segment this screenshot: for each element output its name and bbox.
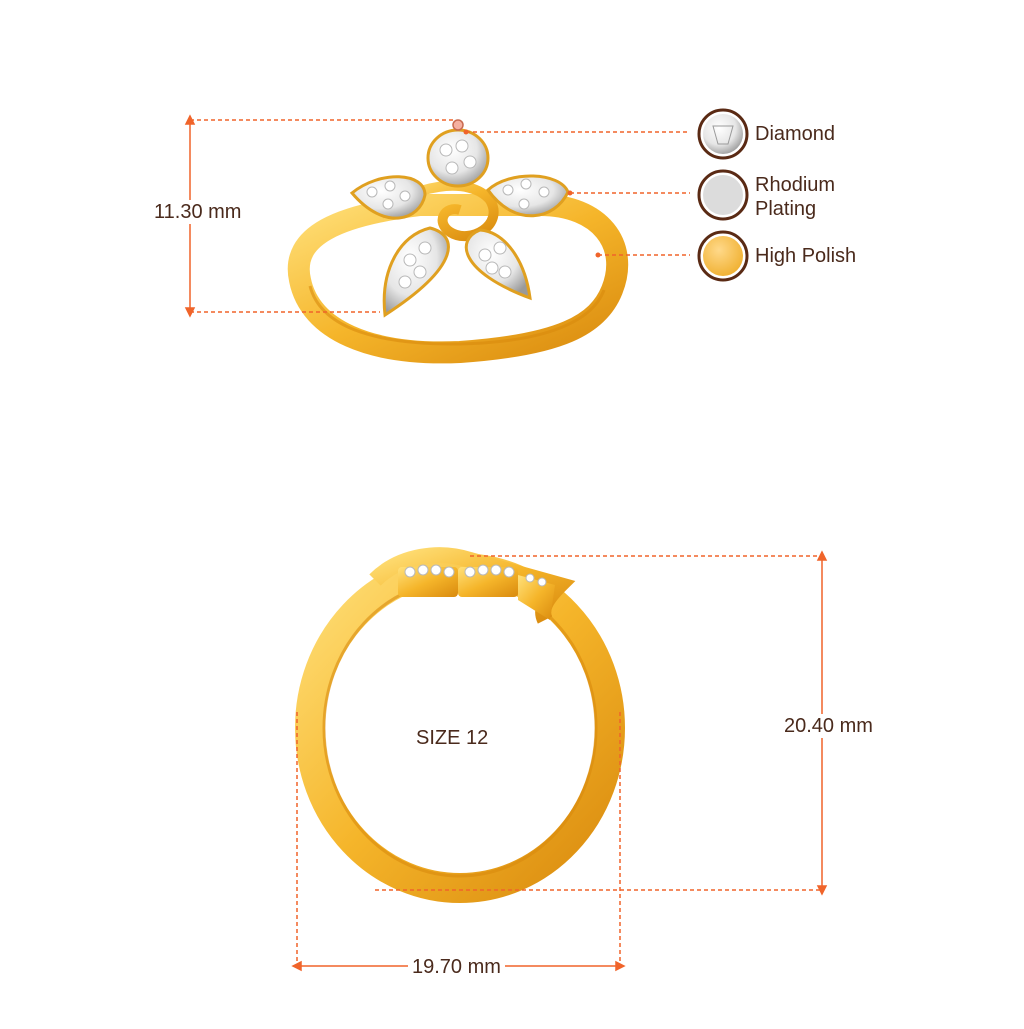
ring-front-view [287,119,629,364]
legend-diamond-label: Diamond [755,123,836,145]
high-polish-swatch [697,230,749,282]
legend-leaders [463,129,690,258]
inner-diameter-label: 20.40 mm [782,714,875,738]
ring-side-view [295,547,625,903]
ring-size-label: SIZE 12 [416,727,489,749]
rhodium-swatch [697,169,749,221]
legend-rhodium-label: Rhodium Plating [755,174,836,220]
height-label: 11.30 mm [154,200,242,224]
width-label: 19.70 mm [408,955,505,979]
diamond-swatch [697,108,749,160]
legend-high-polish-label: High Polish [755,245,857,267]
flower-petals [349,128,570,318]
